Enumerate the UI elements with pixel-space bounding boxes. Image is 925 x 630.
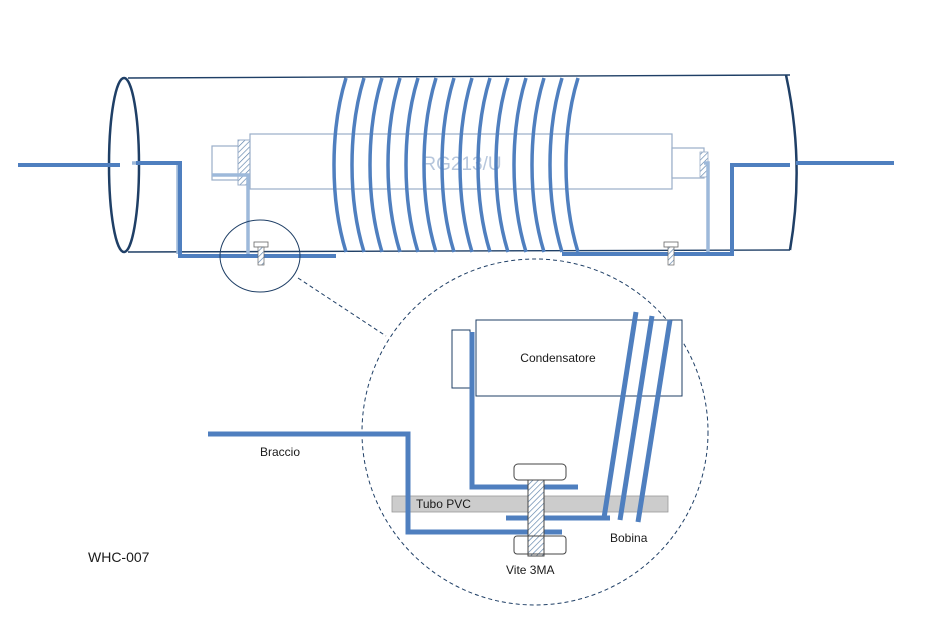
detail-circle <box>361 258 709 606</box>
diagram-code: WHC-007 <box>88 549 150 565</box>
arm-label: Braccio <box>260 445 300 459</box>
coil-label: Bobina <box>610 531 648 545</box>
detail-marker-circle <box>219 219 301 293</box>
pvc-tube-label: Tubo PVC <box>416 497 471 511</box>
capacitor-label: Condensatore <box>520 351 596 365</box>
screw-left-small <box>253 241 269 266</box>
coil-windings <box>332 77 580 253</box>
detail-leader-line <box>297 277 387 337</box>
screw-detail <box>513 463 567 557</box>
screw-label: Vite 3MA <box>506 563 554 577</box>
coil-detail <box>601 311 673 523</box>
cable-label: RG213/U <box>422 154 501 175</box>
screw-right-small <box>663 241 679 266</box>
tube-right-end <box>784 74 798 251</box>
arm-wire-detail <box>208 431 562 535</box>
